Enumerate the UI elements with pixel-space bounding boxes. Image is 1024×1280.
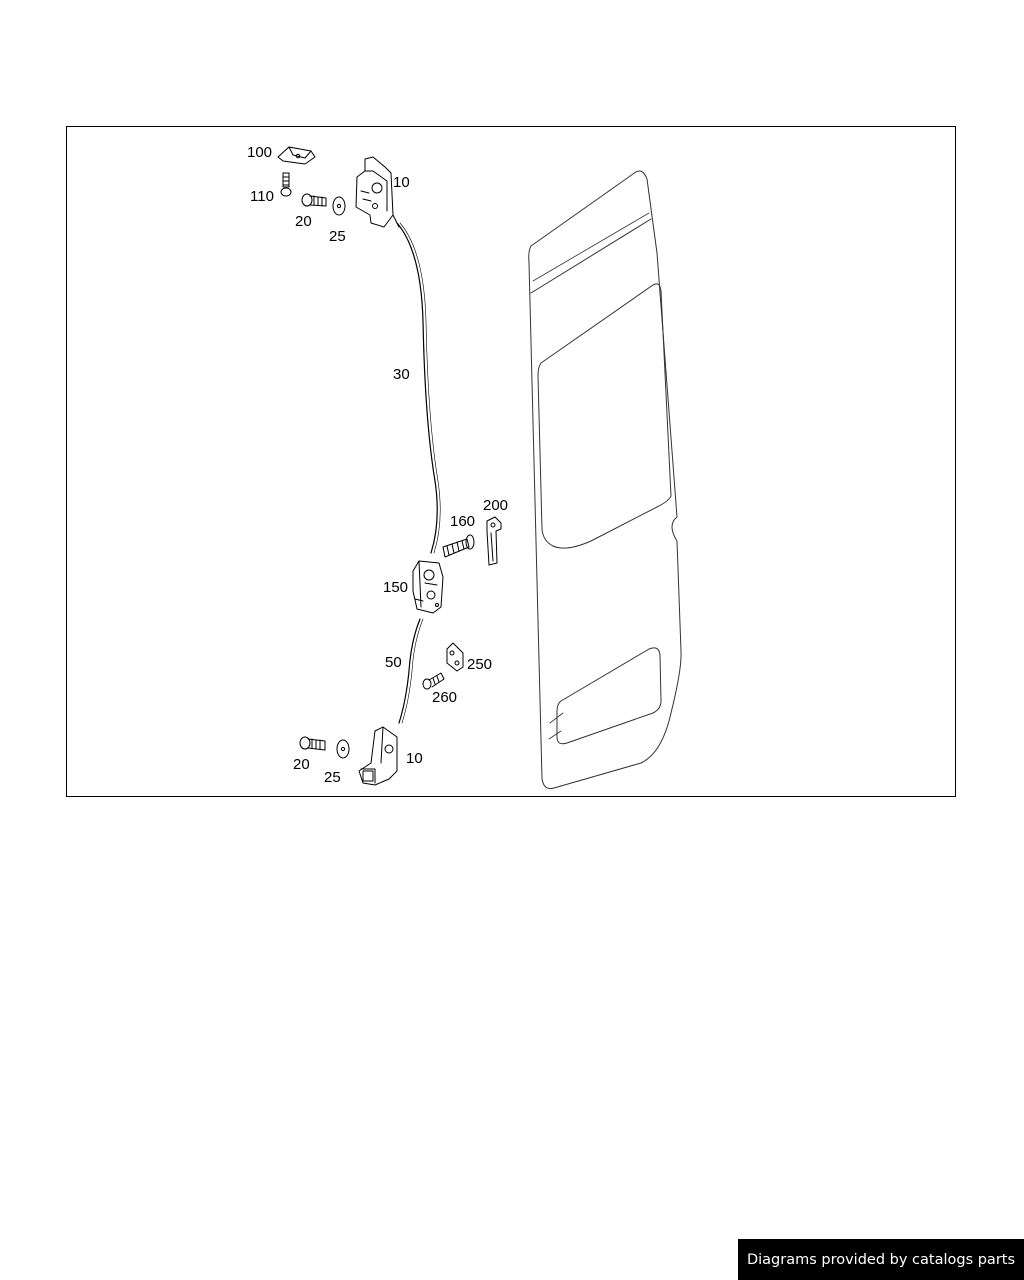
callout-20-top: 20: [295, 213, 312, 230]
part-160-bolt: [442, 534, 475, 558]
callout-110: 110: [250, 188, 274, 205]
part-25-washer-top: [332, 196, 346, 216]
callout-100: 100: [247, 144, 272, 161]
part-10-lock-top: [355, 156, 394, 228]
callout-250: 250: [467, 656, 492, 673]
callout-50: 50: [385, 654, 402, 671]
cable-30: [392, 214, 441, 554]
credit-banner: Diagrams provided by catalogs parts: [738, 1239, 1024, 1280]
callout-160: 160: [450, 513, 475, 530]
part-250-plate: [446, 642, 464, 672]
callout-200: 200: [483, 497, 508, 514]
part-20-screw-bottom: [299, 736, 326, 751]
callout-150: 150: [383, 579, 408, 596]
callout-20-bottom: 20: [293, 756, 310, 773]
part-25-washer-bottom: [336, 739, 350, 759]
parts-diagram-frame: 100 110 20 25 10 30 200 160 150 50 250 2…: [66, 126, 956, 797]
callout-260: 260: [432, 689, 457, 706]
cable-50: [398, 618, 424, 724]
credit-text: Diagrams provided by catalogs parts: [746, 1251, 1016, 1268]
part-150-center-lock: [412, 560, 444, 614]
callout-25-bottom: 25: [324, 769, 341, 786]
callout-25-top: 25: [329, 228, 346, 245]
rear-door-panel: [528, 170, 682, 790]
part-20-screw-top: [301, 193, 327, 207]
callout-30: 30: [393, 366, 410, 383]
part-100-clip: [277, 146, 316, 165]
callout-10-bottom: 10: [406, 750, 423, 767]
callout-10-top: 10: [393, 174, 410, 191]
part-200-striker: [486, 516, 502, 566]
part-10-lock-bottom: [358, 726, 398, 786]
parts-diagram: 100 110 20 25 10 30 200 160 150 50 250 2…: [247, 144, 682, 790]
part-260-screw: [422, 672, 445, 690]
part-110-bolt: [280, 172, 292, 197]
